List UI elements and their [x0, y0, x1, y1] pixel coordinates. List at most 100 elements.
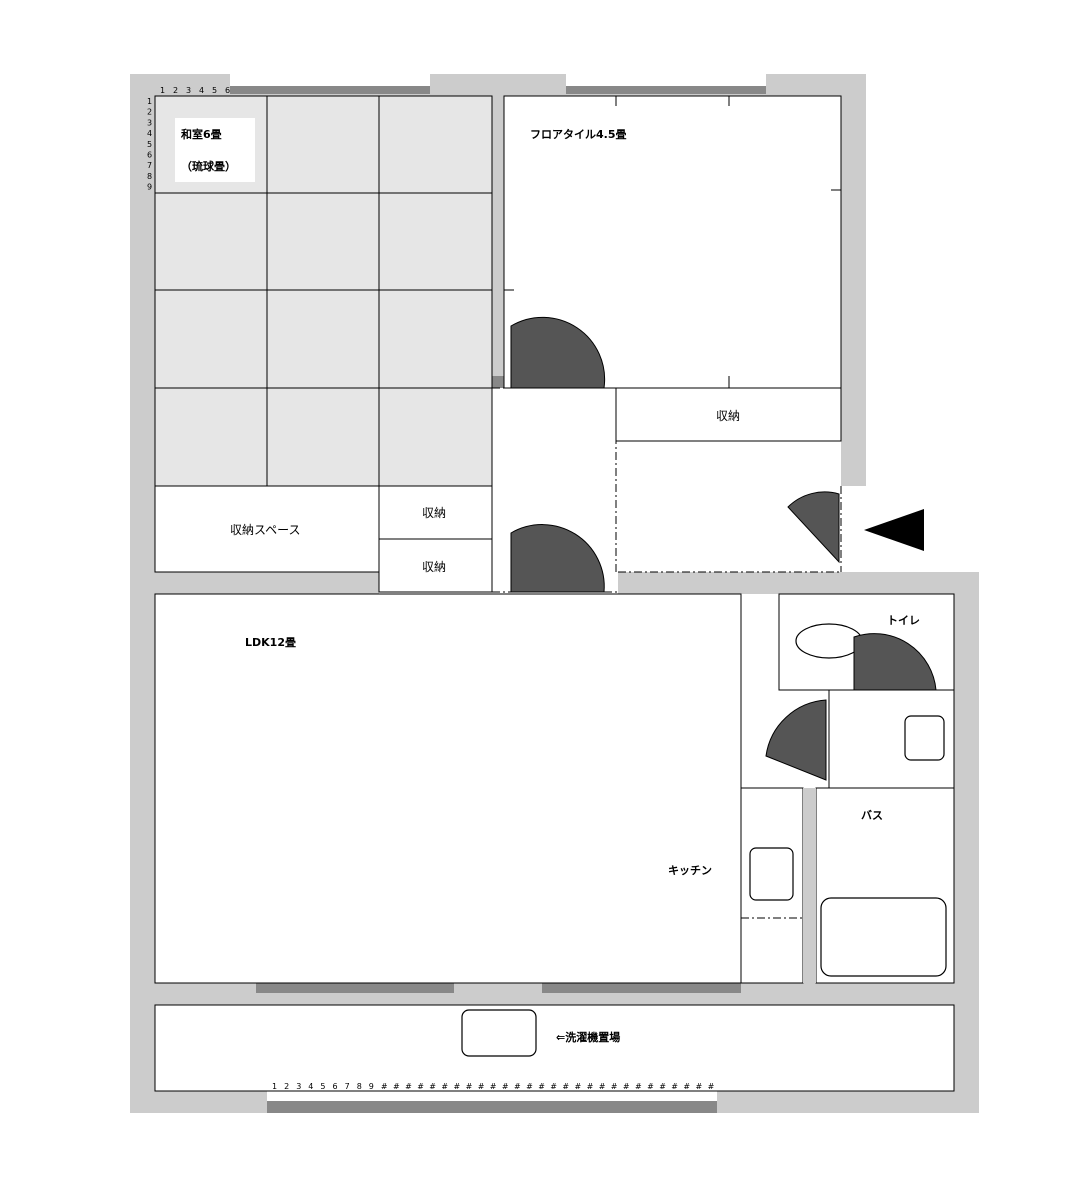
window-balcony-gap: [267, 1091, 717, 1101]
ruler-bottom-mark: #: [587, 1082, 594, 1091]
window-top-right: [566, 86, 766, 94]
storage-block: [154, 485, 493, 593]
kitchen-sink: [749, 847, 794, 901]
entrance-arrow: [864, 509, 924, 551]
ruler-bottom-mark: #: [599, 1082, 606, 1091]
partition-post: [492, 376, 504, 388]
wall-mid-band: [130, 572, 379, 594]
wall-ldk-top: [618, 572, 979, 594]
ruler-bottom-mark: #: [405, 1082, 412, 1091]
ruler-bottom-mark: 3: [296, 1082, 301, 1091]
doors: [510, 316, 937, 781]
wall-right-upper: [841, 74, 866, 486]
door-entrance: [787, 491, 840, 564]
room-label-ldk: LDK12畳: [245, 636, 296, 649]
ruler-bottom-mark: #: [538, 1082, 545, 1091]
window-top-left: [230, 86, 430, 94]
ruler-bottom-mark: #: [623, 1082, 630, 1091]
ruler-bottom-mark: #: [393, 1082, 400, 1091]
storage-space: [154, 485, 380, 573]
door-floor-tile: [510, 316, 606, 389]
ruler-left-mark: 5: [147, 140, 152, 149]
tatami-label-box: [175, 118, 255, 182]
ruler-top-mark: 5: [212, 86, 217, 95]
ruler-bottom-mark: 7: [345, 1082, 350, 1091]
bath-room: バス: [815, 787, 955, 984]
room-label-ryukyu: （琉球畳）: [181, 159, 236, 173]
ruler-bottom-mark: #: [708, 1082, 715, 1091]
ruler-top-mark: 6: [225, 86, 230, 95]
ruler-bottom-mark: 1: [272, 1082, 277, 1091]
ruler-bottom-mark: #: [611, 1082, 618, 1091]
ruler-bottom-mark: 9: [369, 1082, 374, 1091]
closet-right: [615, 387, 842, 442]
label-storage-a: 収納: [422, 506, 446, 520]
balcony: ⇐洗濯機置場: [154, 1004, 955, 1092]
ruler-left-mark: 6: [147, 151, 152, 160]
window-ldk-bottom-right: [542, 983, 741, 993]
label-storage-right: 収納: [716, 409, 740, 423]
wash-room: [828, 689, 955, 789]
door-hallway: [510, 524, 605, 593]
balcony-floor: [154, 1004, 955, 1092]
ruler-top-mark: 3: [186, 86, 191, 95]
wall-partition-v: [492, 96, 504, 388]
storage-b: [378, 538, 493, 593]
wall-kitchen-bath: [803, 788, 816, 983]
ruler-top-mark: 1: [160, 86, 165, 95]
ruler-bottom-mark: #: [502, 1082, 509, 1091]
toilet-bowl: [795, 623, 863, 659]
ruler-bottom-mark: #: [575, 1082, 582, 1091]
room-label-toilet: トイレ: [887, 614, 920, 627]
tatami-room: 和室6畳 （琉球畳）: [154, 95, 493, 487]
ruler-top-mark: 2: [173, 86, 178, 95]
ruler-bottom-mark: #: [550, 1082, 557, 1091]
ruler-bottom-mark: #: [635, 1082, 642, 1091]
ruler-bottom-mark: #: [429, 1082, 436, 1091]
label-storage-b: 収納: [422, 560, 446, 574]
ruler-bottom-mark: 4: [308, 1082, 313, 1091]
door-wash: [765, 699, 827, 781]
ldk-floor: [154, 593, 742, 984]
ruler-left-mark: 1: [147, 97, 152, 106]
room-label-bath: バス: [861, 809, 883, 822]
window-top-right-gap: [566, 74, 766, 86]
ruler-left-mark: 2: [147, 108, 152, 117]
ruler-bottom-mark: #: [454, 1082, 461, 1091]
ruler-bottom-mark: #: [526, 1082, 533, 1091]
window-ldk-bottom-left: [256, 983, 454, 993]
ruler-bottom-mark: 5: [320, 1082, 325, 1091]
ruler-bottom-mark: #: [562, 1082, 569, 1091]
ruler-bottom-mark: 6: [333, 1082, 338, 1091]
label-laundry: ⇐洗濯機置場: [556, 1030, 620, 1044]
ruler-bottom-mark: 8: [357, 1082, 362, 1091]
window-top-left-gap: [230, 74, 430, 86]
ruler-bottom-mark: #: [381, 1082, 388, 1091]
label-storage-space: 収納スペース: [230, 523, 301, 537]
window-ldk-bottom-light: [454, 983, 542, 1005]
door-toilet: [853, 633, 937, 691]
wall-right-lower: [954, 572, 979, 1113]
ldk-room: LDK12畳: [154, 593, 742, 984]
ruler-bottom-mark: #: [466, 1082, 473, 1091]
wash-basin: [904, 715, 945, 761]
ruler-top-mark: 4: [199, 86, 204, 95]
washing-machine: [461, 1009, 537, 1057]
ruler-left-mark: 4: [147, 129, 152, 138]
ruler-left-mark: 3: [147, 118, 152, 127]
ruler-bottom-mark: 2: [284, 1082, 289, 1091]
ruler-bottom-mark: #: [490, 1082, 497, 1091]
ruler-bottom-mark: #: [514, 1082, 521, 1091]
ruler-left-mark: 8: [147, 172, 152, 181]
room-label-floor-tile: フロアタイル4.5畳: [530, 128, 627, 141]
ruler-bottom-mark: #: [696, 1082, 703, 1091]
tatami-grid: [155, 96, 492, 486]
ruler-left-mark: 7: [147, 161, 152, 170]
bathtub: [820, 897, 947, 977]
ruler-bottom-mark: #: [441, 1082, 448, 1091]
room-label-kitchen: キッチン: [668, 864, 712, 877]
